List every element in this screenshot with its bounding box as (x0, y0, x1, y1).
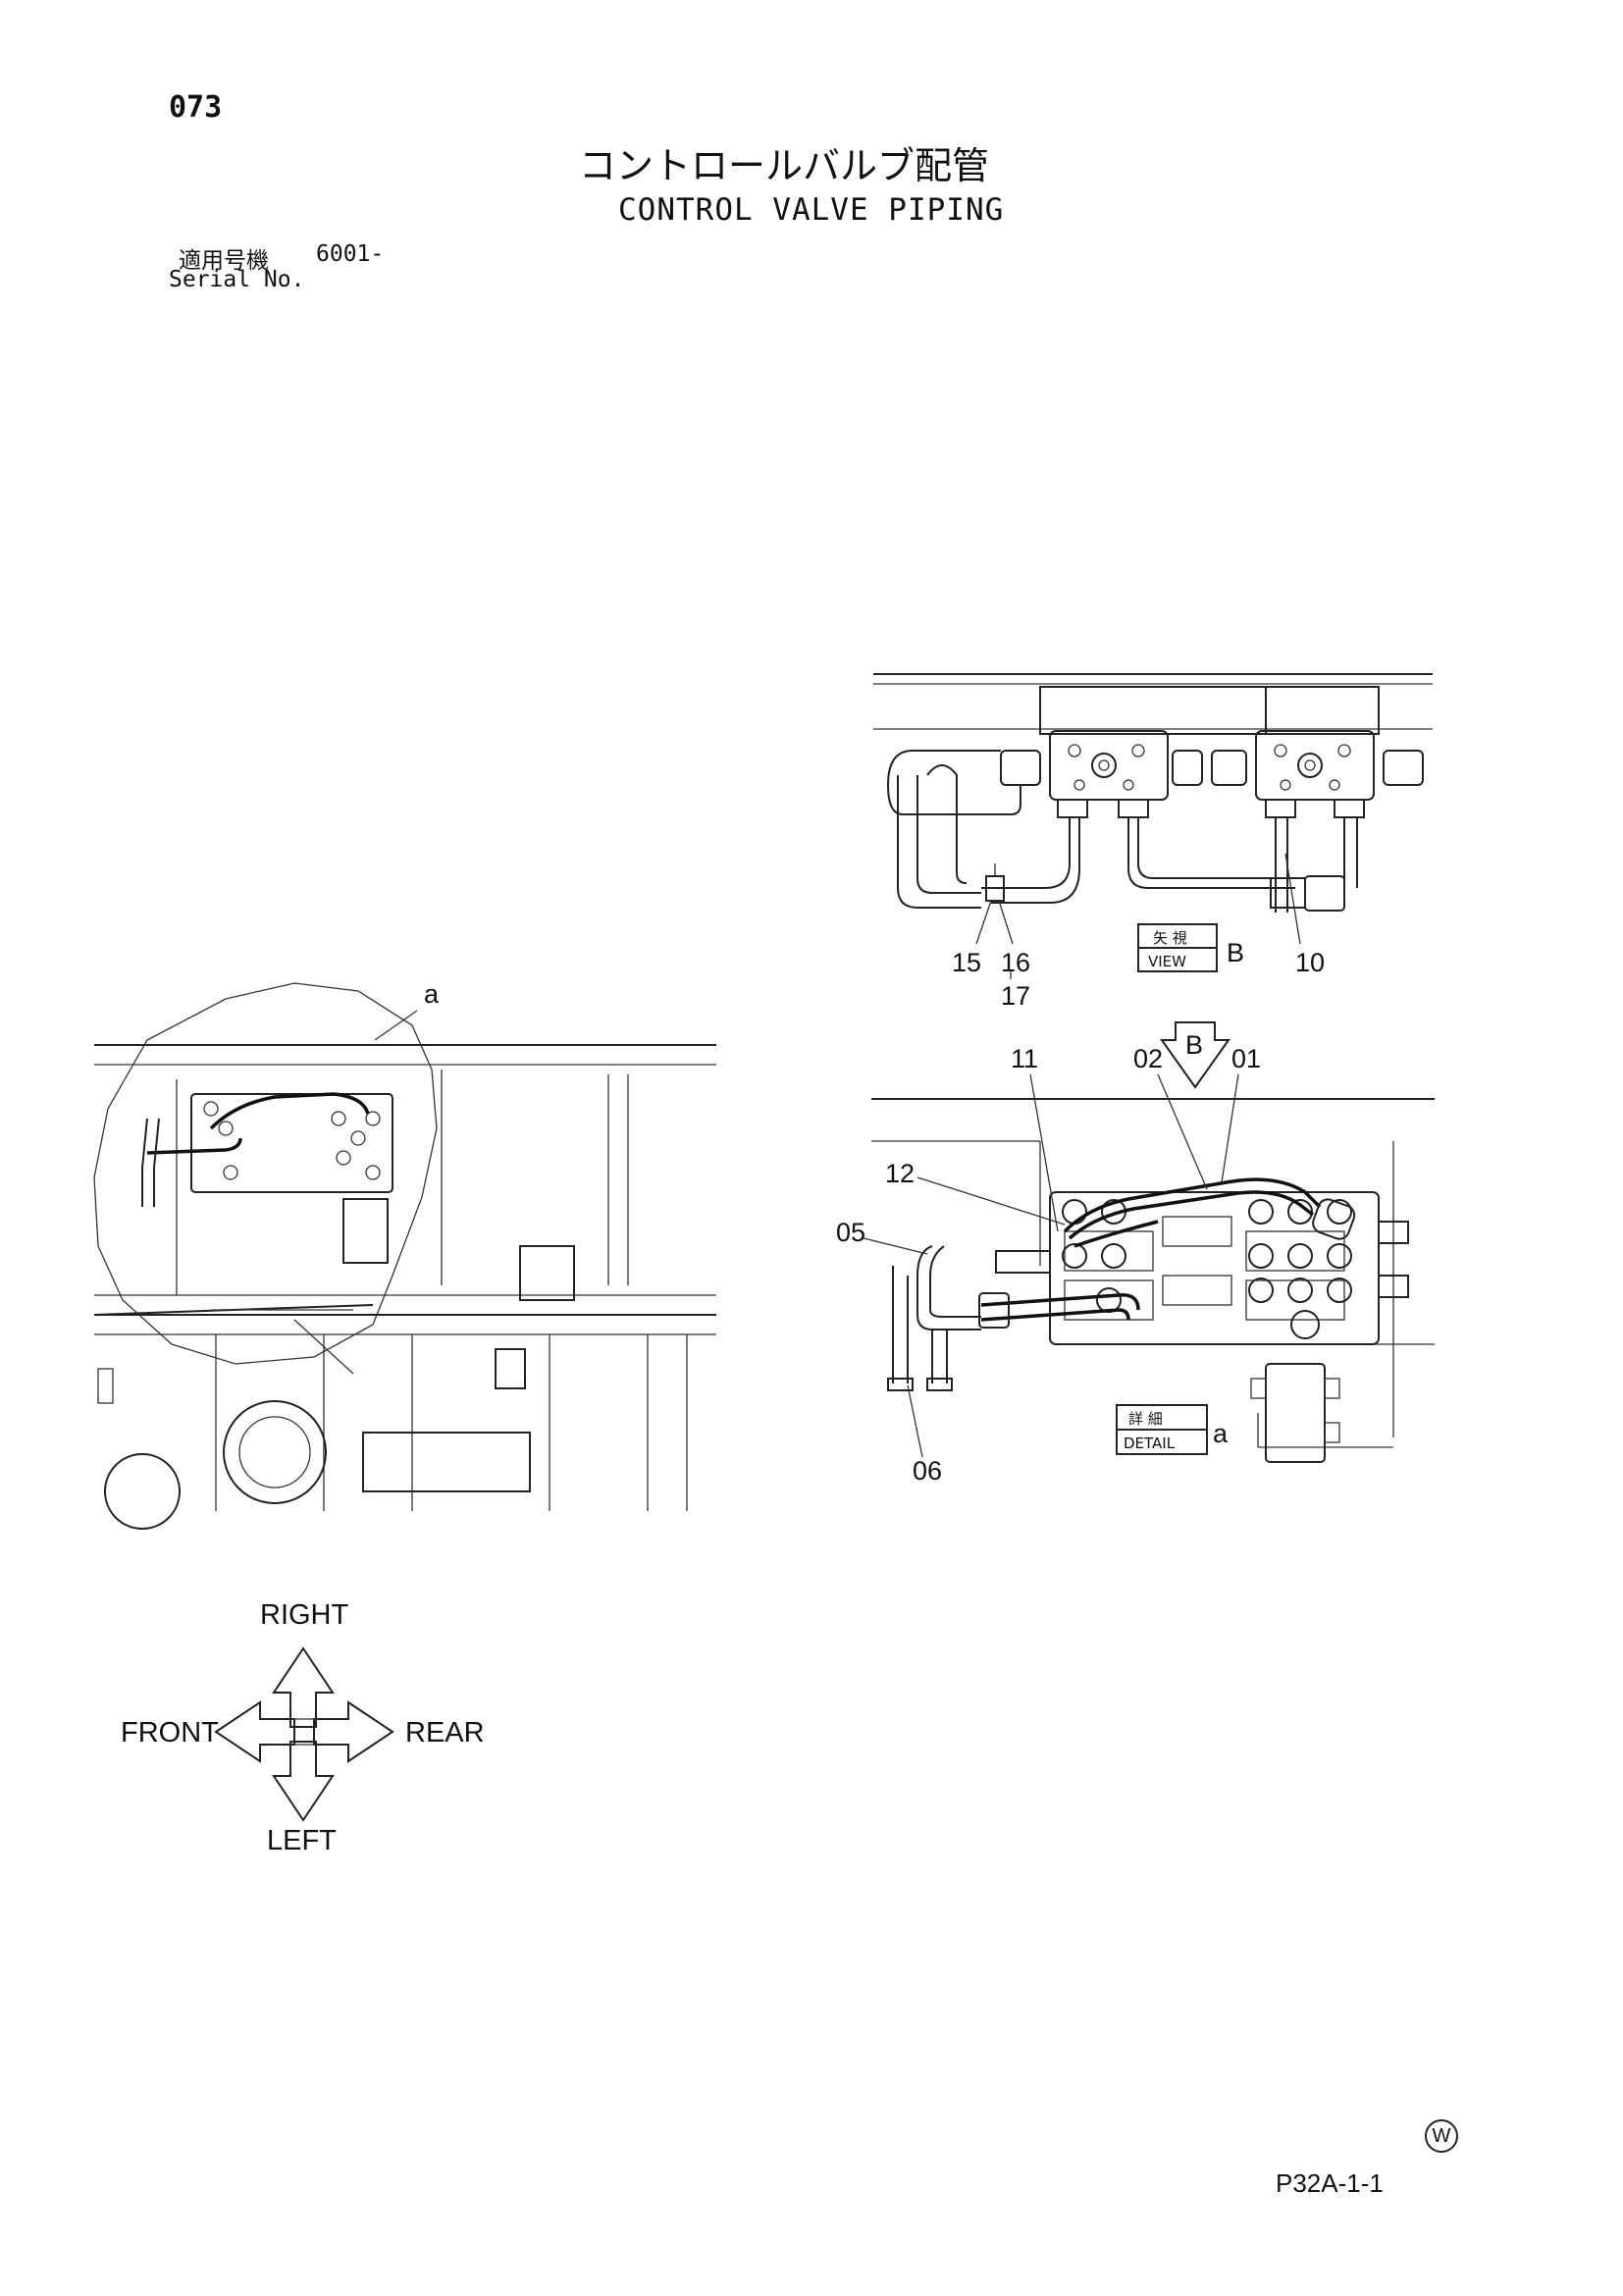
page-number: 073 (169, 90, 223, 125)
left-arrow (272, 1741, 335, 1822)
callout-01: 01 (1231, 1044, 1261, 1073)
front-arrow (214, 1700, 295, 1763)
right-arrow (272, 1646, 335, 1728)
detail-circle-a (93, 982, 438, 1365)
serial-number-value: 6001- (316, 241, 385, 267)
page-title-japanese: コントロールバルブ配管 (579, 144, 990, 187)
compass-front-label: FRONT (121, 1717, 219, 1748)
callout-15: 15 (952, 948, 981, 977)
w-mark-logo: W (1425, 2119, 1458, 2153)
direction-compass: RIGHT LEFT FRONT REAR (121, 1599, 485, 1856)
svg-text:DETAIL: DETAIL (1124, 1435, 1176, 1452)
page-title-english: CONTROL VALVE PIPING (618, 192, 1005, 228)
view-arrow (1160, 1021, 1230, 1089)
callout-17: 17 (1001, 981, 1030, 1011)
rear-arrow (313, 1700, 394, 1763)
callout-06: 06 (913, 1456, 942, 1486)
detail-a-label-box: 詳 細 DETAIL a (1116, 1404, 1229, 1455)
callout-02: 02 (1133, 1044, 1163, 1073)
compass-rear-label: REAR (405, 1717, 485, 1748)
overview-diagram: a (93, 979, 716, 1530)
view-b-label-box: 矢 視 VIEW B (1137, 923, 1244, 972)
callout-12: 12 (885, 1159, 915, 1188)
callout-16: 16 (1001, 948, 1030, 977)
serial-label-english: Serial No. (169, 267, 305, 292)
view-b-diagram: 15 16 17 10 矢 視 VIEW B (873, 673, 1433, 1011)
callout-05: 05 (836, 1218, 865, 1247)
detail-a-diagram: B (836, 1021, 1435, 1486)
svg-text:詳 細: 詳 細 (1128, 1410, 1163, 1428)
callout-11: 11 (1011, 1044, 1038, 1073)
callout-10: 10 (1295, 948, 1325, 977)
serial-label-japanese: 適用号機 (179, 248, 269, 274)
svg-text:a: a (1213, 1419, 1229, 1448)
svg-text:VIEW: VIEW (1148, 953, 1186, 970)
document-code: P32A-1-1 (1276, 2168, 1384, 2198)
compass-right-label: RIGHT (260, 1599, 349, 1631)
svg-text:B: B (1227, 938, 1244, 967)
svg-text:B: B (1185, 1030, 1203, 1060)
detail-marker-a: a (424, 979, 440, 1009)
svg-text:矢 視: 矢 視 (1153, 929, 1187, 947)
compass-left-label: LEFT (267, 1825, 337, 1856)
